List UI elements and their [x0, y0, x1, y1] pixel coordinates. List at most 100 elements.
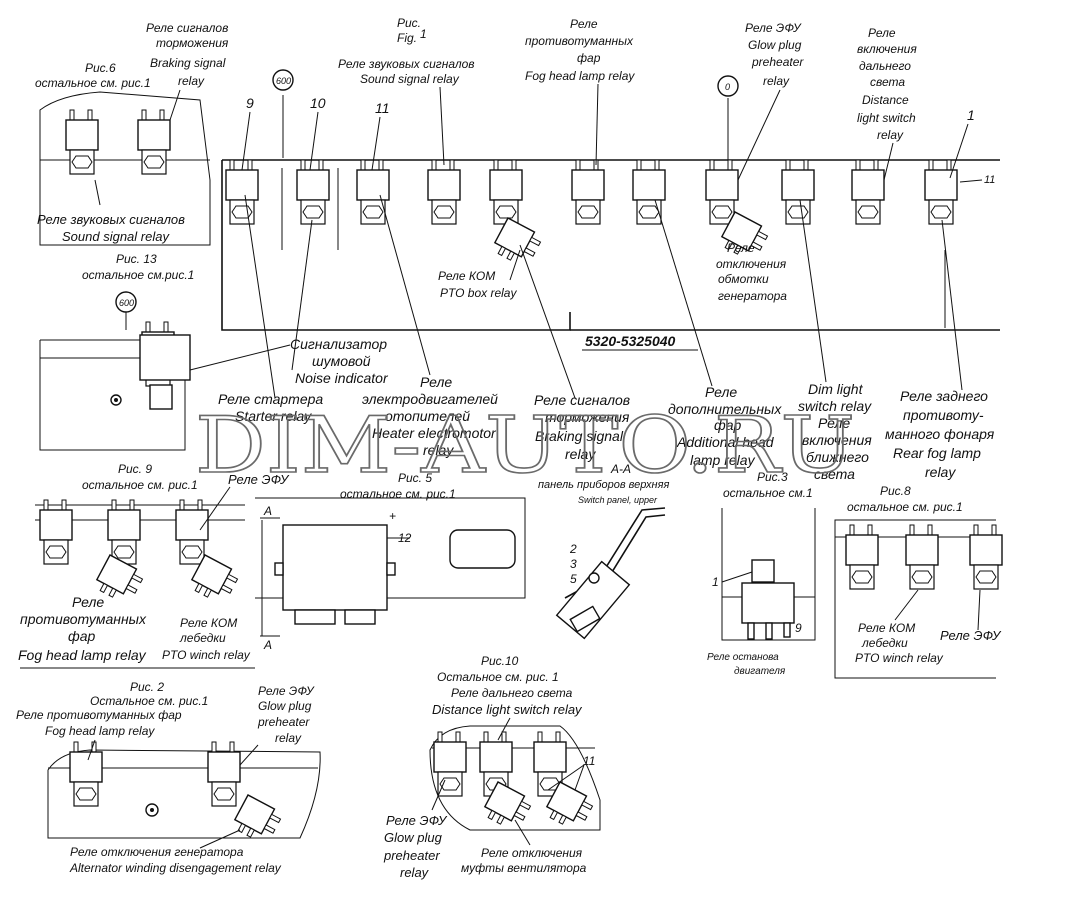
fig2-efu-en3: relay [275, 731, 302, 745]
starter-en: Starter relay [235, 408, 312, 424]
rear-en1: Rear fog lamp [893, 445, 981, 461]
fig2-fog-en: Fog head lamp relay [45, 724, 155, 738]
fig8-kom-en: PTO winch relay [855, 651, 944, 665]
kom-ru: Реле КОМ [438, 269, 495, 283]
fig10-dist-en: Distance light switch relay [432, 702, 583, 717]
heater-en1: Heater electromotor [372, 425, 497, 441]
callout-10: 10 [310, 95, 326, 111]
fig2-efu-ru: Реле ЭФУ [258, 684, 315, 698]
fig10-efu-ru: Реле ЭФУ [386, 813, 448, 828]
fig2-alt-ru: Реле отключения генератора [70, 845, 244, 859]
fig3 [721, 508, 816, 641]
aa-ru: панель приборов верхняя [538, 479, 669, 491]
fig1-top-leaders [169, 83, 894, 181]
sound-ru: Реле звуковых сигналов [338, 57, 475, 71]
fig9 [20, 486, 255, 669]
brake2-en2: relay [565, 446, 596, 462]
fig10 [429, 717, 601, 846]
rear-ru3: манного фонаря [885, 426, 995, 442]
brake2-ru2: торможения [545, 409, 630, 425]
fig9-fog-en: Fog head lamp relay [18, 647, 147, 663]
addl-ru3: фар [714, 417, 741, 433]
bubble-0 [717, 75, 739, 97]
heater-ru1: Реле [420, 374, 452, 390]
fig9-title: Рис. 9 [118, 462, 152, 476]
fig9-efu: Реле ЭФУ [228, 472, 290, 487]
noise-ru2: шумовой [312, 353, 371, 369]
efu-en3: relay [763, 74, 790, 88]
fig1-title-ru: Рис. [397, 16, 421, 30]
rear-en2: relay [925, 464, 956, 480]
fog-en: Fog head lamp relay [525, 69, 635, 83]
heater-ru2: электродвигателей [362, 391, 498, 407]
fig2-efu-en1: Glow plug [258, 699, 312, 713]
fig3-label-ru1: Реле останова [707, 652, 779, 663]
dim-en1: Dim light [808, 381, 864, 397]
fig8-note: остальное см. рис.1 [847, 500, 963, 514]
addl-en1: Additional head [676, 434, 775, 450]
fig10-n11: 11 [583, 754, 595, 768]
rear-ru1: Реле заднего [900, 388, 988, 404]
fig2-alt-en: Alternator winding disengagement relay [69, 861, 282, 875]
aa-n3: 3 [570, 557, 577, 571]
heater-en2: relay [423, 442, 454, 458]
fig13-bubble-text: 600 [119, 298, 134, 308]
fig10-efu-en2: preheater [383, 848, 440, 863]
fig6-title: Рис.6 [85, 61, 116, 75]
fig8-title: Рис.8 [880, 484, 911, 498]
addl-ru2: дополнительных [668, 401, 782, 417]
fig5-title: Рис. 5 [398, 471, 432, 485]
bubble-0-text: 0 [725, 82, 730, 92]
kom-en: PTO box relay [440, 286, 517, 300]
fig2 [47, 739, 321, 849]
fig1-panel [221, 95, 1000, 331]
dist-ru2: включения [857, 42, 917, 56]
fig6-sound-ru: Реле звуковых сигналов [37, 212, 185, 227]
dist-en3: relay [877, 128, 904, 142]
fig10-efu-en3: relay [400, 865, 430, 880]
watermark: DIM-AUTO.RU [195, 401, 855, 491]
alt-ru3: обмотки [718, 272, 769, 286]
fig2-efu-en2: preheater [257, 715, 310, 729]
section-aa [555, 507, 666, 640]
fig3-title: Рис.3 [757, 470, 788, 484]
part-number: 5320-5325040 [585, 333, 676, 349]
fig10-fan-ru2: муфты вентилятора [461, 861, 587, 875]
alt-ru2: отключения [716, 257, 787, 271]
alt-ru4: генератора [718, 289, 787, 303]
callout-9: 9 [246, 95, 254, 111]
callout-11b: 11 [984, 174, 995, 186]
fig13-note: остальное см.рис.1 [82, 268, 194, 282]
braking-top-ru2: торможения [156, 36, 229, 50]
fig5-callout-12: 12 [398, 531, 412, 545]
fig9-note: остальное см. рис.1 [82, 478, 198, 492]
fig8-kom-ru1: Реле КОМ [858, 621, 915, 635]
efu-en2: preheater [751, 55, 804, 69]
aa-n5: 5 [570, 572, 577, 586]
callout-1: 1 [967, 107, 975, 123]
dim-ru1: Реле [818, 415, 850, 431]
fig1-callout-leaders [241, 111, 983, 183]
fig8-kom-ru2: лебедки [861, 636, 908, 650]
starter-ru: Реле стартера [218, 391, 323, 407]
aa-title: A-A [610, 462, 631, 476]
bubble-600 [272, 69, 294, 91]
dist-ru3: дальнего [859, 59, 911, 73]
fig9-fog-ru2: противотуманных [20, 611, 147, 627]
fig10-title: Рис.10 [481, 654, 519, 668]
fig3-n9: 9 [795, 621, 802, 635]
fig1-relays [225, 159, 958, 270]
fig8 [834, 519, 1003, 679]
brake2-ru1: Реле сигналов [534, 392, 630, 408]
dim-ru3: ближнего [806, 449, 869, 465]
alt-ru1: Реле [727, 241, 755, 255]
fig9-kom-en: PTO winch relay [162, 648, 251, 662]
dist-en1: Distance [862, 93, 909, 107]
fig3-n1: 1 [712, 575, 719, 589]
sound-en: Sound signal relay [360, 72, 460, 86]
fig10-note: Остальное см. рис. 1 [437, 670, 559, 684]
fig3-note: остальное см.1 [723, 486, 813, 500]
brake2-en1: Braking signal [535, 428, 624, 444]
fog-ru2: противотуманных [525, 34, 634, 48]
fig5-mark-a-top: A [263, 504, 272, 518]
